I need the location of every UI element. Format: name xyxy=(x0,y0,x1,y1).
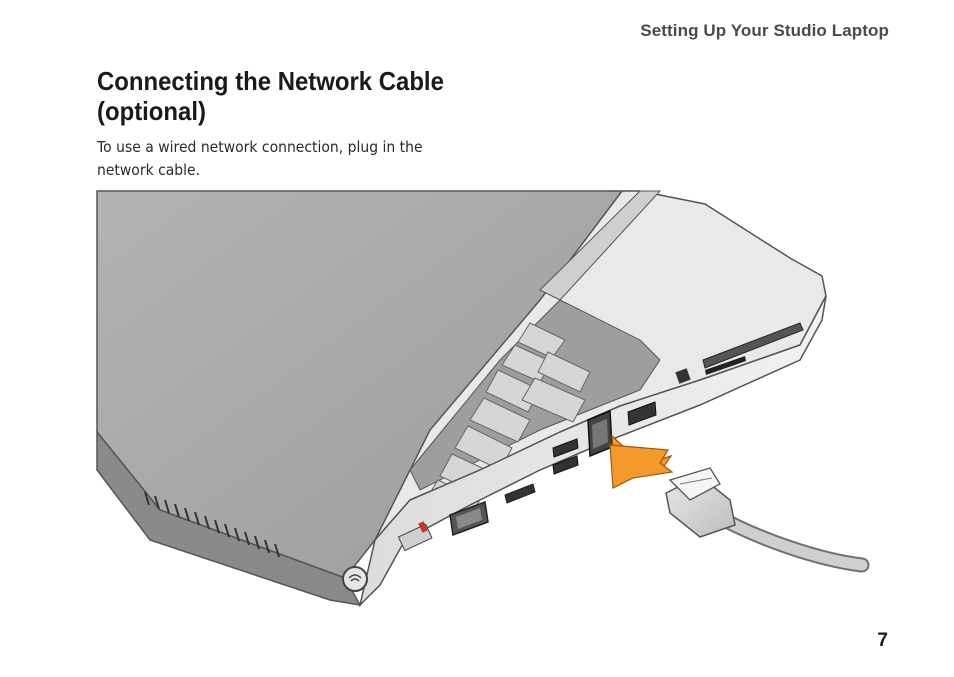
running-header: Setting Up Your Studio Laptop xyxy=(640,21,889,40)
laptop-base xyxy=(374,190,827,541)
page-title: Connecting the Network Cable (optional) xyxy=(97,66,483,126)
wireless-switch-icon xyxy=(342,566,368,592)
hdmi-port-icon xyxy=(504,483,536,504)
page-title-line-1: Connecting the Network Cable xyxy=(97,66,444,96)
insert-arrow-icon xyxy=(609,434,674,489)
page-number: 7 xyxy=(877,630,888,651)
laptop-right-side xyxy=(96,295,827,608)
vent-grille xyxy=(144,491,280,558)
vga-port-icon xyxy=(449,500,489,537)
media-card-slot-icon xyxy=(702,322,804,375)
page-title-line-2: (optional) xyxy=(97,96,206,126)
esata-port-icon xyxy=(627,401,657,426)
network-cable-icon xyxy=(665,467,870,573)
usb-port-icon xyxy=(552,438,579,475)
rj45-port-icon xyxy=(587,409,613,458)
ieee1394-port-icon xyxy=(675,368,691,384)
intro-paragraph: To use a wired network connection, plug … xyxy=(97,138,423,179)
